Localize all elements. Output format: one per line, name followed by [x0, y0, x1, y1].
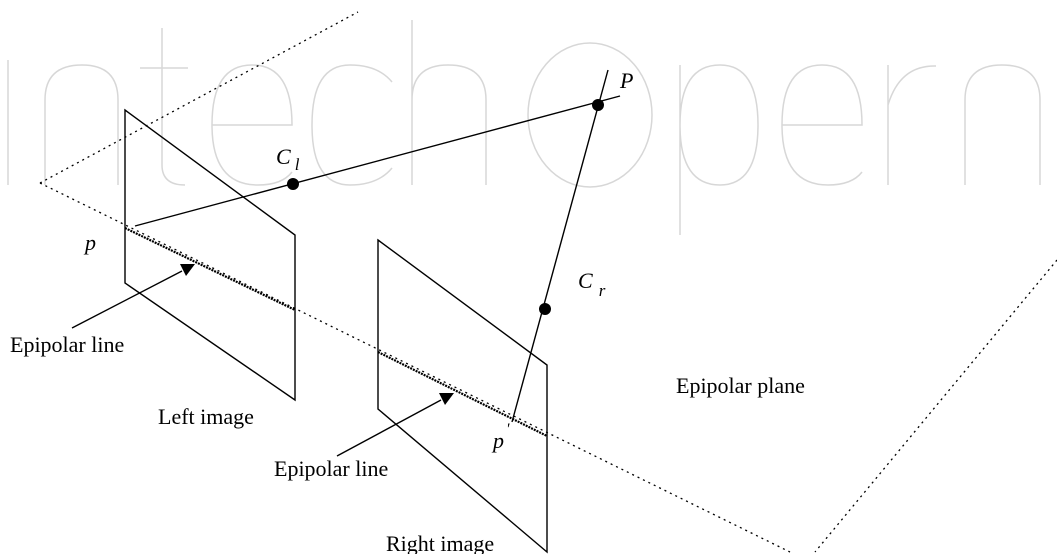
- ray-right: [511, 69, 609, 423]
- arrow-right-epipolar: [336, 393, 454, 457]
- center-right-marker: [539, 303, 551, 315]
- arrow-left-epipolar: [71, 264, 195, 329]
- label-p-prime: p': [491, 421, 510, 453]
- left-image-plane: [124, 108, 296, 402]
- center-left-marker: [287, 178, 299, 190]
- watermark-logo: [7, 20, 1041, 235]
- label-epipolar-line-right: Epipolar line: [274, 456, 388, 481]
- label-left-image: Left image: [158, 404, 254, 429]
- label-epipolar-line-left: Epipolar line: [10, 332, 124, 357]
- point-P-marker: [592, 99, 604, 111]
- label-epipolar-plane: Epipolar plane: [676, 373, 805, 398]
- epipolar-line-right: [377, 351, 548, 437]
- epipolar-line-left: [124, 227, 296, 311]
- label-P: P: [619, 68, 633, 93]
- label-p: p: [83, 230, 96, 255]
- right-image-plane: [377, 238, 548, 554]
- label-right-image: Right image: [386, 531, 494, 554]
- epipolar-plane-outline: [39, 11, 1057, 553]
- ray-left: [134, 95, 621, 227]
